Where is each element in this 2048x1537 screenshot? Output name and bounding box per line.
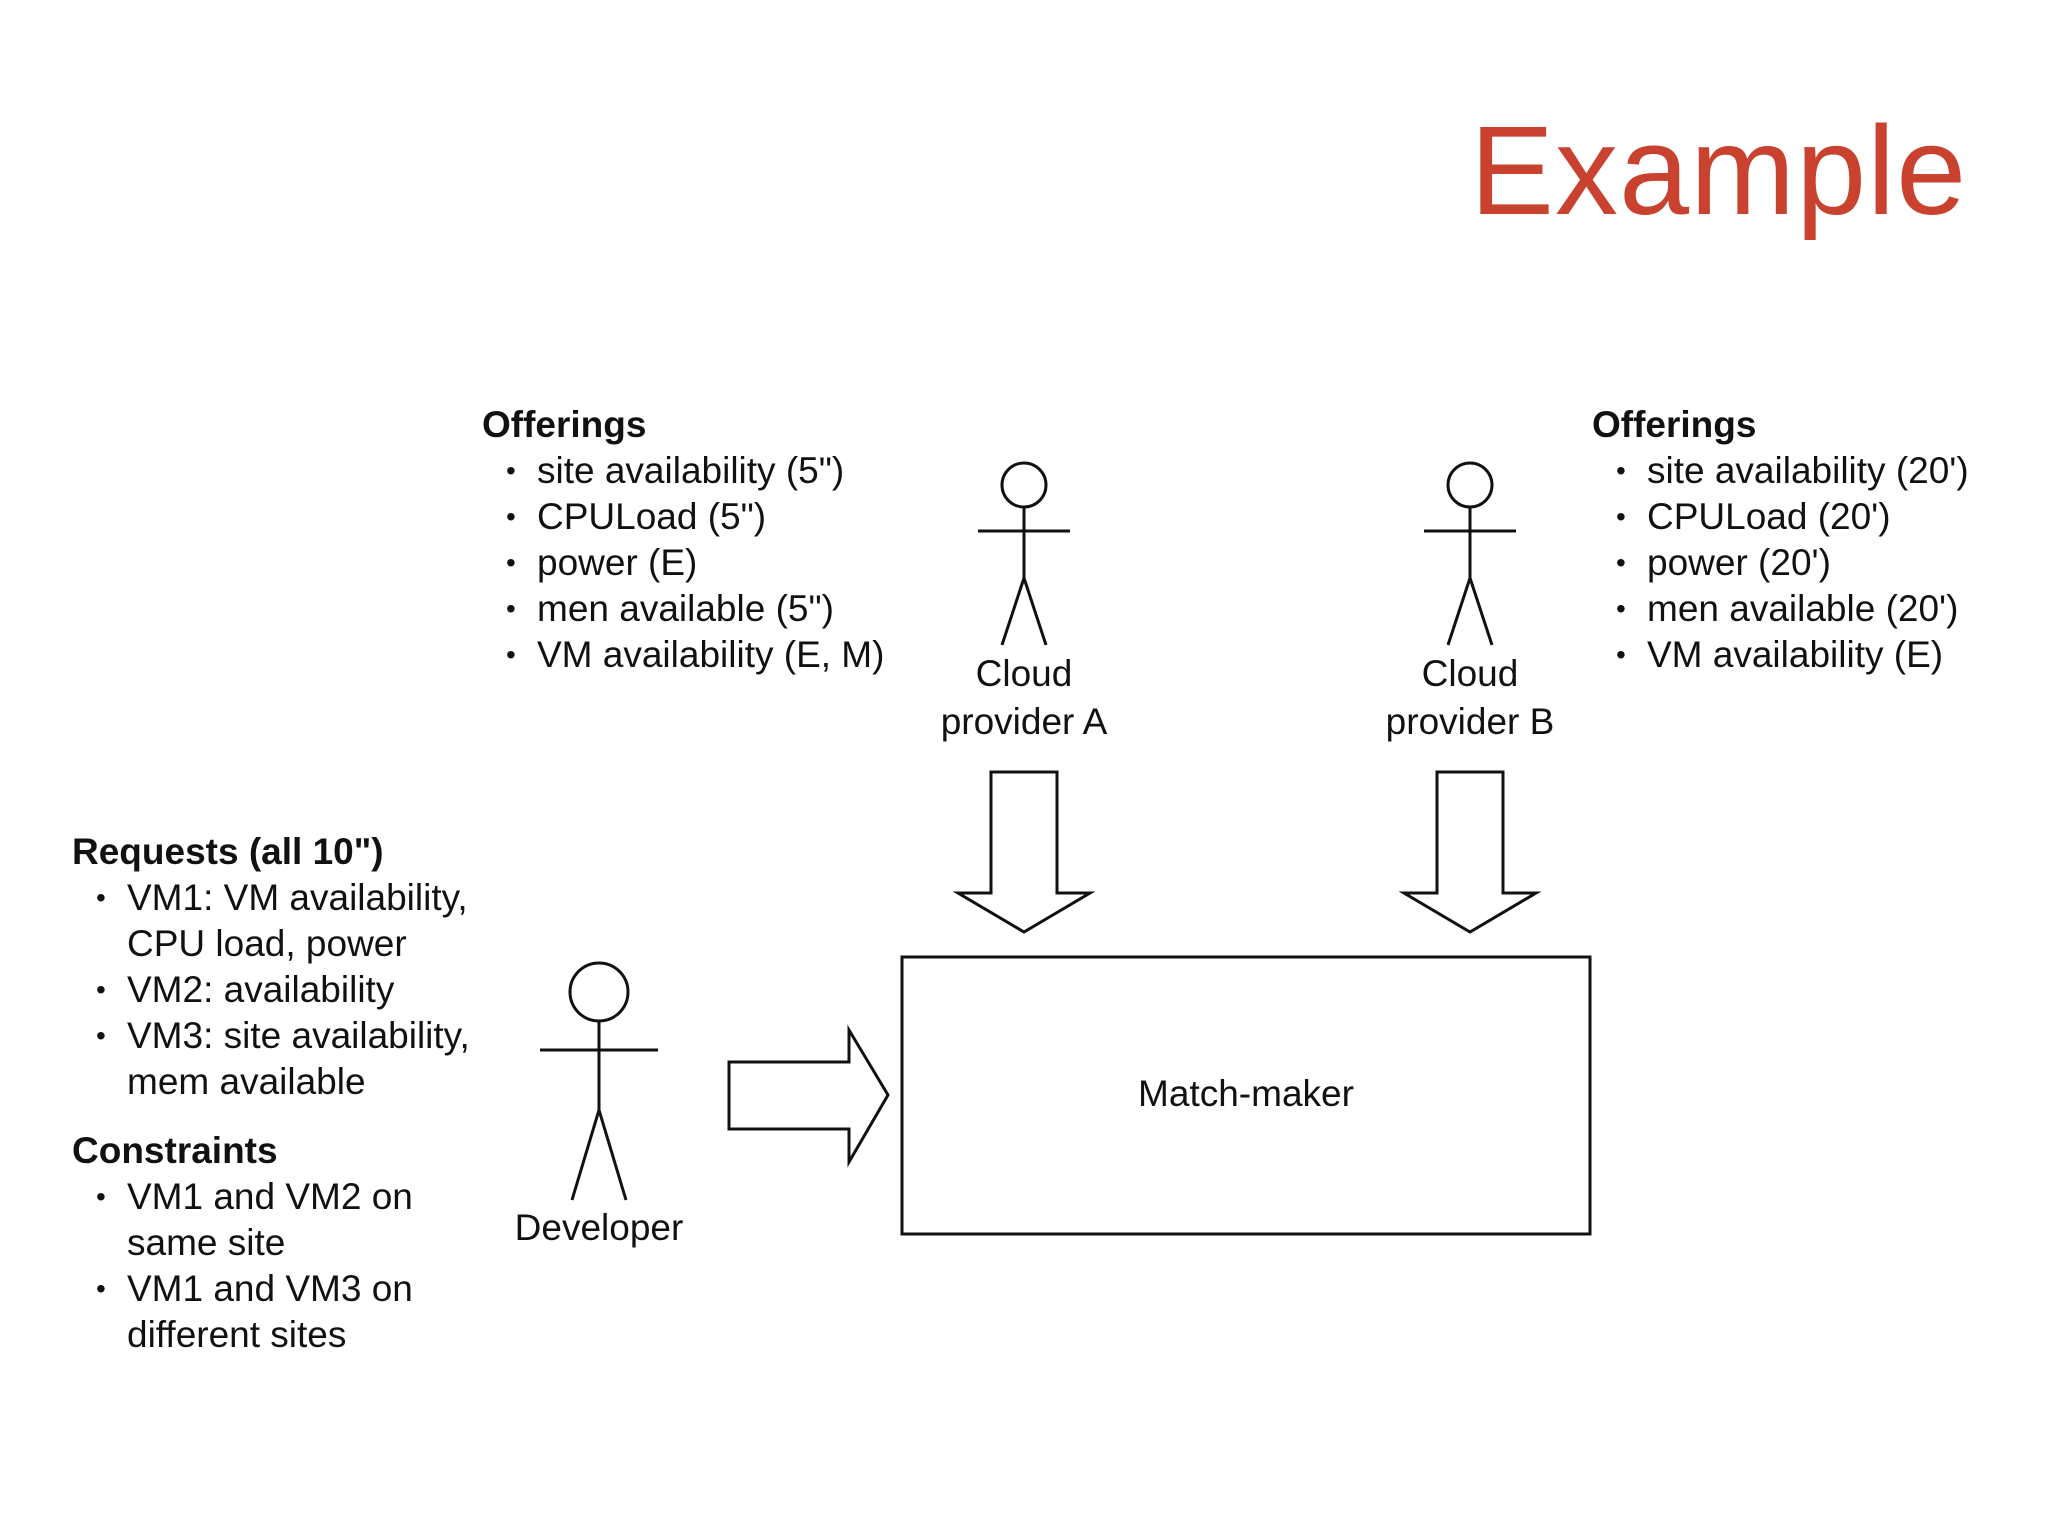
offerings-a-item: VM availability (E, M) bbox=[482, 632, 884, 678]
offerings-b-item: VM availability (E) bbox=[1592, 632, 1969, 678]
requests-item: VM1: VM availability, CPU load, power bbox=[72, 875, 512, 967]
provider-b-arrow-icon bbox=[1398, 770, 1542, 934]
matchmaker-box bbox=[900, 955, 1592, 1236]
developer-arrow-icon bbox=[727, 1024, 890, 1168]
provider-a-arrow-icon bbox=[952, 770, 1096, 934]
constraints-heading: Constraints bbox=[72, 1130, 278, 1171]
offerings-a-list: site availability (5") CPULoad (5") powe… bbox=[482, 448, 884, 678]
offerings-b-item: site availability (20') bbox=[1592, 448, 1969, 494]
developer-actor-icon bbox=[540, 961, 658, 1201]
provider-a-caption: Cloud provider A bbox=[904, 650, 1144, 746]
offerings-a-item: men available (5") bbox=[482, 586, 884, 632]
requests-heading: Requests (all 10") bbox=[72, 831, 384, 872]
constraints-block: Constraints VM1 and VM2 on same site VM1… bbox=[72, 1128, 462, 1358]
constraints-list: VM1 and VM2 on same site VM1 and VM3 on … bbox=[72, 1174, 462, 1358]
requests-item: VM2: availability bbox=[72, 967, 512, 1013]
provider-b-caption-line: Cloud bbox=[1421, 653, 1519, 694]
constraints-item: VM1 and VM3 on different sites bbox=[72, 1266, 462, 1358]
offerings-b-block: Offerings site availability (20') CPULoa… bbox=[1592, 402, 1969, 678]
offerings-b-heading: Offerings bbox=[1592, 404, 1757, 445]
constraints-item: VM1 and VM2 on same site bbox=[72, 1174, 462, 1266]
offerings-a-item: power (E) bbox=[482, 540, 884, 586]
provider-b-caption-line: provider B bbox=[1385, 701, 1555, 742]
developer-caption: Developer bbox=[514, 1207, 684, 1248]
provider-a-caption-line: provider A bbox=[940, 701, 1108, 742]
matchmaker-label: Match-maker bbox=[1138, 1073, 1354, 1114]
offerings-b-item: CPULoad (20') bbox=[1592, 494, 1969, 540]
provider-b-caption: Cloud provider B bbox=[1350, 650, 1590, 746]
offerings-a-block: Offerings site availability (5") CPULoad… bbox=[482, 402, 884, 678]
provider-a-actor-icon bbox=[978, 461, 1070, 646]
offerings-a-item: site availability (5") bbox=[482, 448, 884, 494]
requests-block: Requests (all 10") VM1: VM availability,… bbox=[72, 829, 512, 1105]
offerings-b-list: site availability (20') CPULoad (20') po… bbox=[1592, 448, 1969, 678]
slide-title: Example bbox=[1470, 100, 1968, 241]
requests-item: VM3: site availability, mem available bbox=[72, 1013, 512, 1105]
requests-list: VM1: VM availability, CPU load, power VM… bbox=[72, 875, 512, 1105]
provider-a-caption-line: Cloud bbox=[975, 653, 1073, 694]
provider-b-actor-icon bbox=[1424, 461, 1516, 646]
offerings-b-item: power (20') bbox=[1592, 540, 1969, 586]
offerings-a-item: CPULoad (5") bbox=[482, 494, 884, 540]
offerings-a-heading: Offerings bbox=[482, 404, 647, 445]
offerings-b-item: men available (20') bbox=[1592, 586, 1969, 632]
